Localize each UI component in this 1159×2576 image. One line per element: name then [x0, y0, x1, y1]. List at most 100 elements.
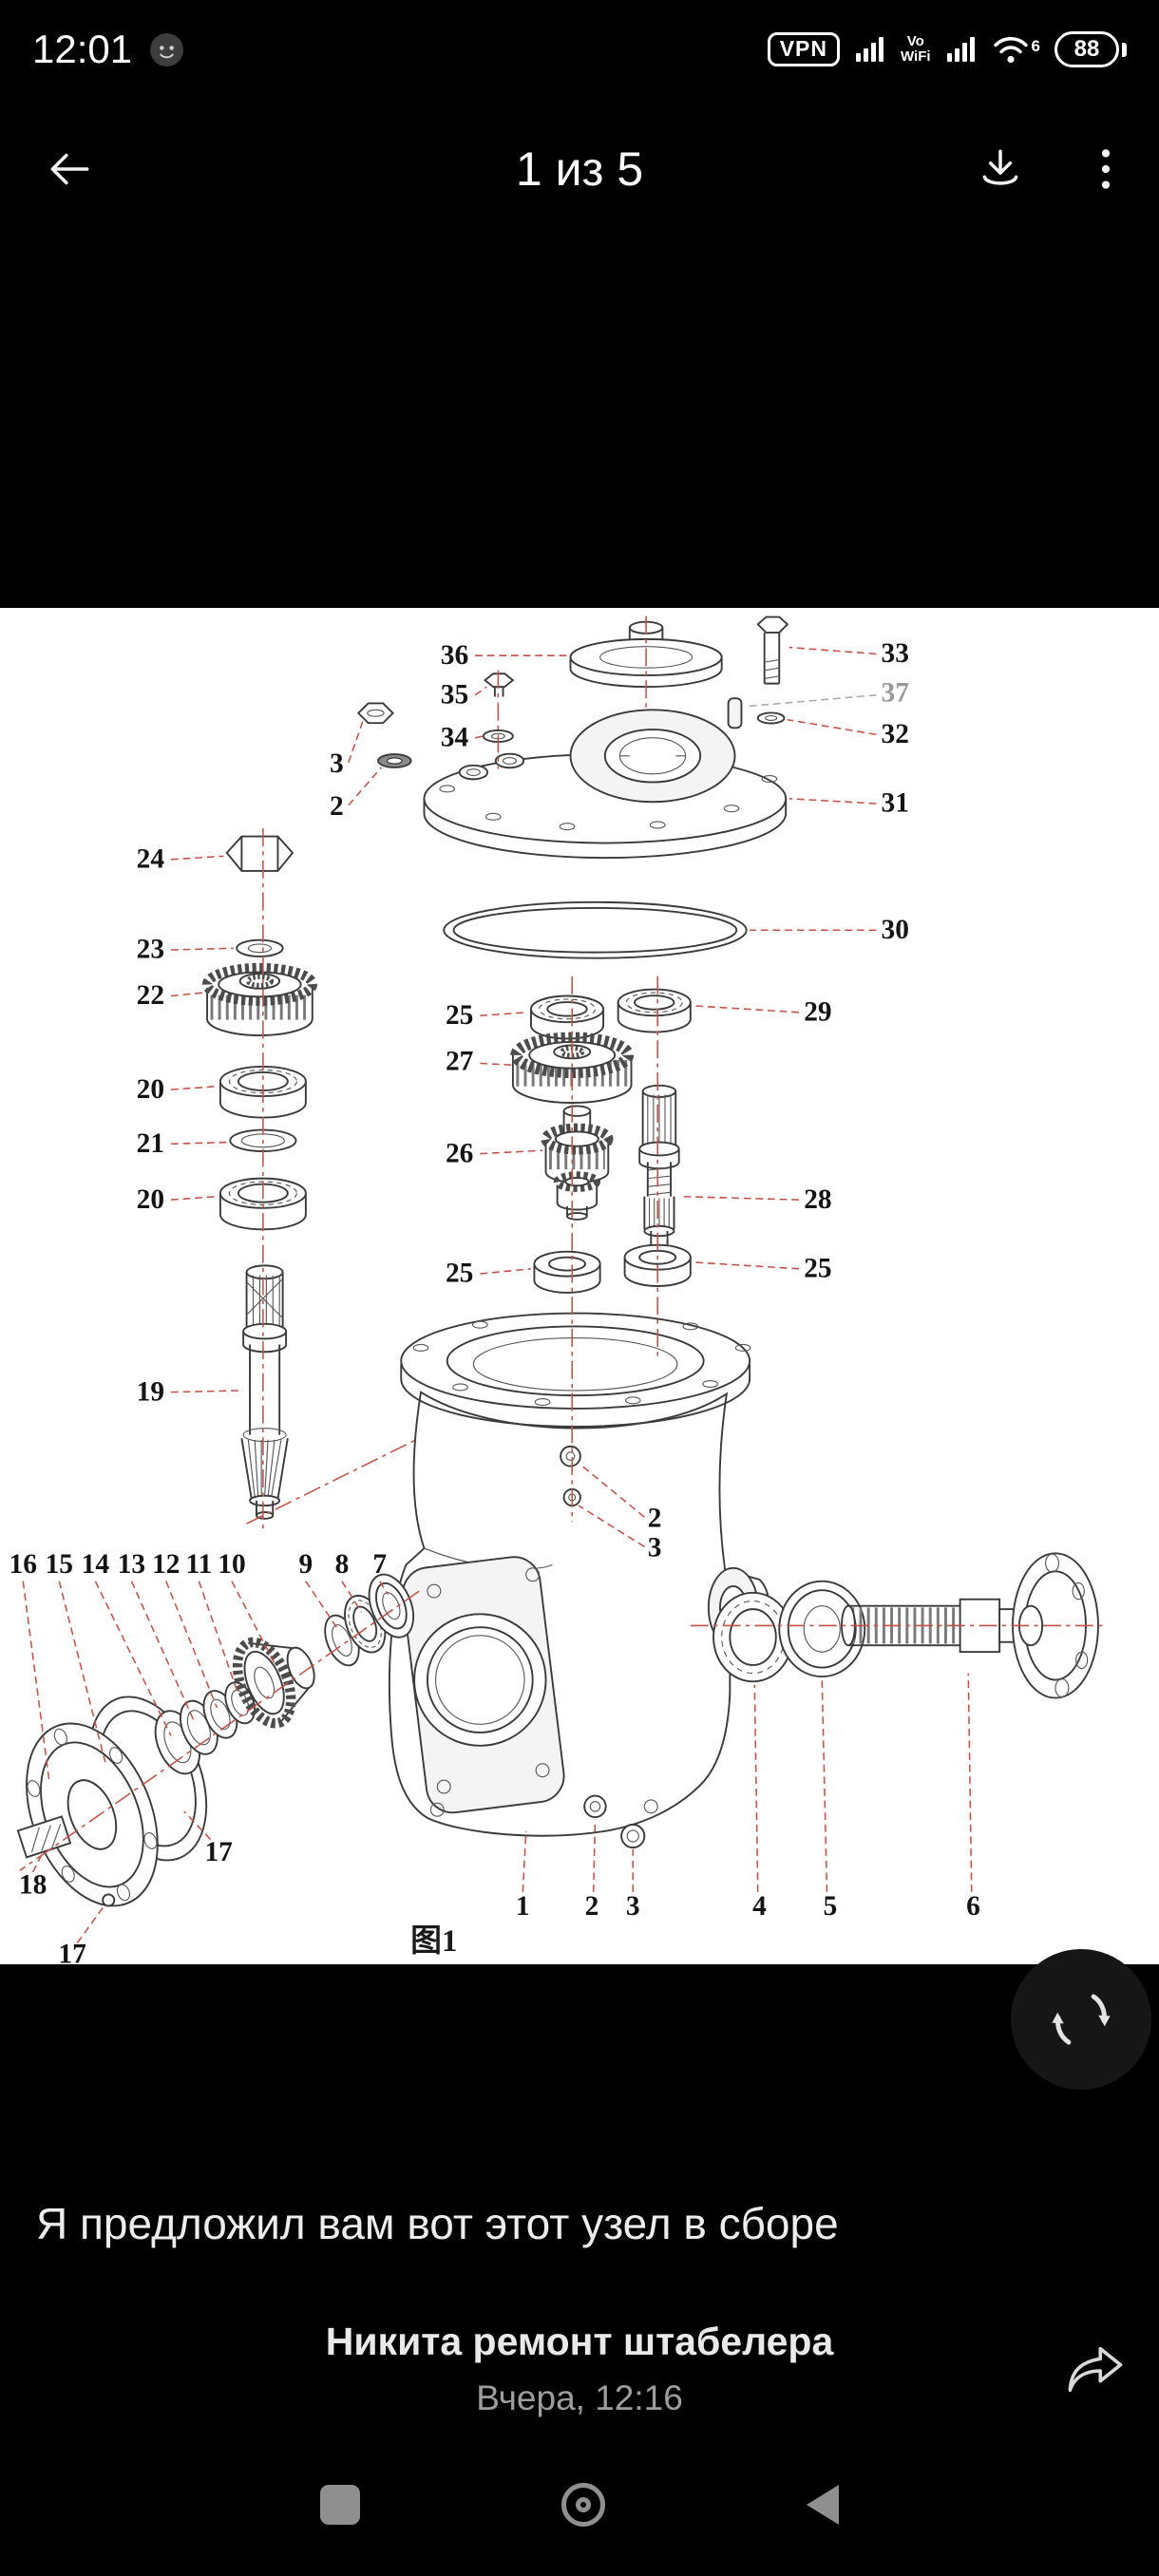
part-32-nut: [756, 711, 786, 725]
wifi-standard-label: 6: [1031, 36, 1040, 55]
part-label-10: 10: [218, 1549, 245, 1580]
back-button[interactable]: [44, 143, 95, 195]
app-bar: 1 из 5: [0, 112, 1159, 226]
part-23-washer: [236, 938, 284, 957]
part-label-18: 18: [19, 1870, 47, 1901]
leader-line-3: [348, 719, 365, 763]
part-label-4: 4: [752, 1891, 767, 1922]
figure-caption: 图1: [410, 1924, 457, 1959]
part-17-screw: [102, 1893, 116, 1907]
leader-line-20: [170, 1085, 218, 1090]
arrow-left-icon: [50, 153, 89, 185]
sender-name: Никита ремонт штабелера: [325, 2320, 834, 2363]
leader-line-13: [130, 1581, 195, 1722]
share-button[interactable]: [1058, 2335, 1134, 2405]
part-label-7: 7: [372, 1549, 387, 1580]
part-19-shaft: [240, 1264, 289, 1520]
home-circle-icon: [561, 2483, 605, 2527]
part-label-12: 12: [152, 1549, 180, 1580]
nav-back-button[interactable]: [807, 2485, 839, 2525]
leader-line-28: [680, 1195, 800, 1201]
cellular-signal-icon-1: [856, 37, 884, 62]
leader-line-8: [341, 1581, 363, 1614]
part-label-34: 34: [441, 722, 469, 752]
leader-line-21: [170, 1141, 227, 1146]
page-indicator: 1 из 5: [515, 142, 644, 196]
part-30-oring: [443, 900, 748, 959]
part-label-9: 9: [299, 1549, 314, 1580]
part-label-33: 33: [882, 638, 909, 669]
leader-line-16: [22, 1581, 50, 1782]
part-label-25: 25: [804, 1253, 831, 1283]
leader-line-25: [480, 1012, 528, 1017]
leader-line-2: [580, 1464, 645, 1518]
part-10-bevel-gear: [232, 1637, 315, 1729]
leader-line-34: [474, 735, 484, 739]
part-label-3: 3: [626, 1891, 640, 1922]
part-29-bearing: [617, 988, 692, 1033]
part-label-24: 24: [137, 843, 165, 874]
nav-home-button[interactable]: [561, 2483, 605, 2527]
status-bar-left: 12:01: [32, 27, 184, 72]
notification-app-icon: [150, 32, 184, 66]
part-5-seal: [778, 1580, 866, 1678]
part-label-19: 19: [137, 1376, 164, 1407]
leader-line-32: [787, 718, 877, 736]
clock: 12:01: [32, 27, 133, 71]
part-20-bearing-lower: [218, 1177, 307, 1231]
part-label-35: 35: [441, 679, 468, 710]
part-label-3: 3: [648, 1533, 662, 1563]
part-label-25: 25: [446, 1259, 473, 1289]
nav-recents-button[interactable]: [320, 2485, 360, 2525]
nav-bar: [0, 2434, 1159, 2576]
part-label-22: 22: [137, 980, 164, 1011]
centerlines: [19, 616, 1105, 1871]
part-24-nut: [225, 835, 294, 872]
leader-line-33: [788, 646, 877, 655]
leader-line-27: [480, 1062, 513, 1066]
leader-line-18: [31, 1855, 42, 1873]
part-20-bearing-upper: [218, 1065, 307, 1119]
part-3-plug-bottom: [620, 1823, 646, 1849]
download-button[interactable]: [975, 143, 1026, 195]
part-label-13: 13: [118, 1549, 145, 1580]
part-label-31: 31: [882, 788, 909, 819]
part-3-nut: [356, 702, 394, 725]
rotate-button[interactable]: [1011, 1949, 1151, 2090]
part-label-17: 17: [204, 1837, 232, 1867]
leader-line-22: [170, 992, 204, 997]
leader-line-25: [480, 1268, 532, 1275]
battery-indicator: 88: [1054, 31, 1127, 67]
part-label-8: 8: [335, 1549, 350, 1580]
menu-button[interactable]: [1096, 143, 1115, 195]
part-label-6: 6: [966, 1891, 980, 1922]
back-triangle-icon: [807, 2485, 839, 2525]
leader-line-23: [170, 947, 234, 951]
leader-line-4: [753, 1684, 759, 1892]
rotate-icon: [1052, 1994, 1111, 2045]
cellular-signal-icon-2: [946, 37, 975, 62]
recents-square-icon: [320, 2485, 360, 2525]
part-37-pin: [727, 697, 743, 729]
part-22-gear: [201, 962, 317, 1036]
download-icon: [982, 149, 1018, 185]
part-31-cover: [423, 709, 788, 860]
part-label-17: 17: [58, 1939, 86, 1964]
leader-line-2: [592, 1819, 597, 1892]
part-1-housing: [388, 1312, 770, 1837]
part-4-bearing: [712, 1591, 794, 1683]
message-timestamp: Вчера, 12:16: [476, 2378, 683, 2417]
part-label-23: 23: [137, 935, 164, 965]
part-label-29: 29: [804, 996, 831, 1027]
leader-line-20: [170, 1195, 218, 1201]
leader-line-24: [170, 855, 224, 861]
part-label-30: 30: [882, 915, 909, 945]
leader-line-2: [348, 767, 383, 806]
leader-line-1: [522, 1830, 527, 1892]
part-label-3: 3: [330, 748, 344, 779]
part-2-seal-washer: [377, 753, 412, 768]
part-label-14: 14: [82, 1549, 110, 1580]
battery-cap: [1122, 42, 1127, 57]
